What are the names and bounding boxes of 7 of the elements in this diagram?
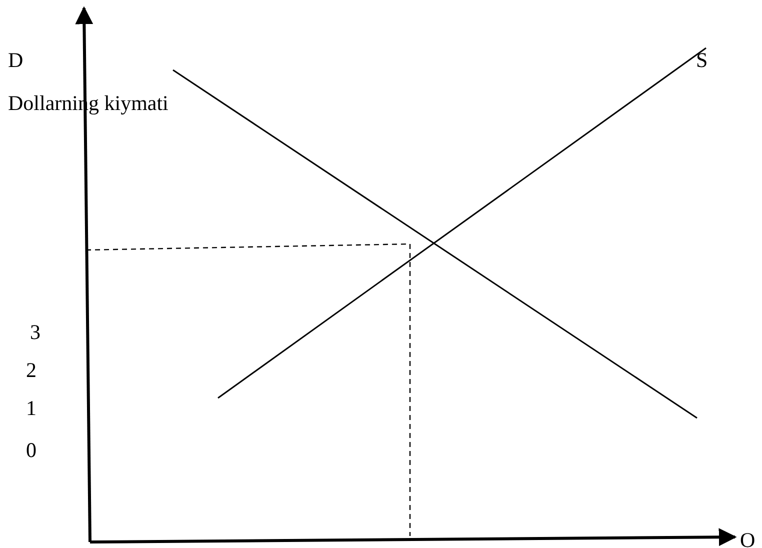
curve-label: D — [8, 50, 24, 71]
tick-label: 1 — [26, 398, 36, 419]
axis-label: O — [740, 530, 756, 548]
tick-label: 0 — [26, 440, 36, 461]
tick-label: 3 — [30, 322, 40, 343]
tick-label: 2 — [26, 360, 36, 381]
curve-label: S — [696, 50, 708, 71]
